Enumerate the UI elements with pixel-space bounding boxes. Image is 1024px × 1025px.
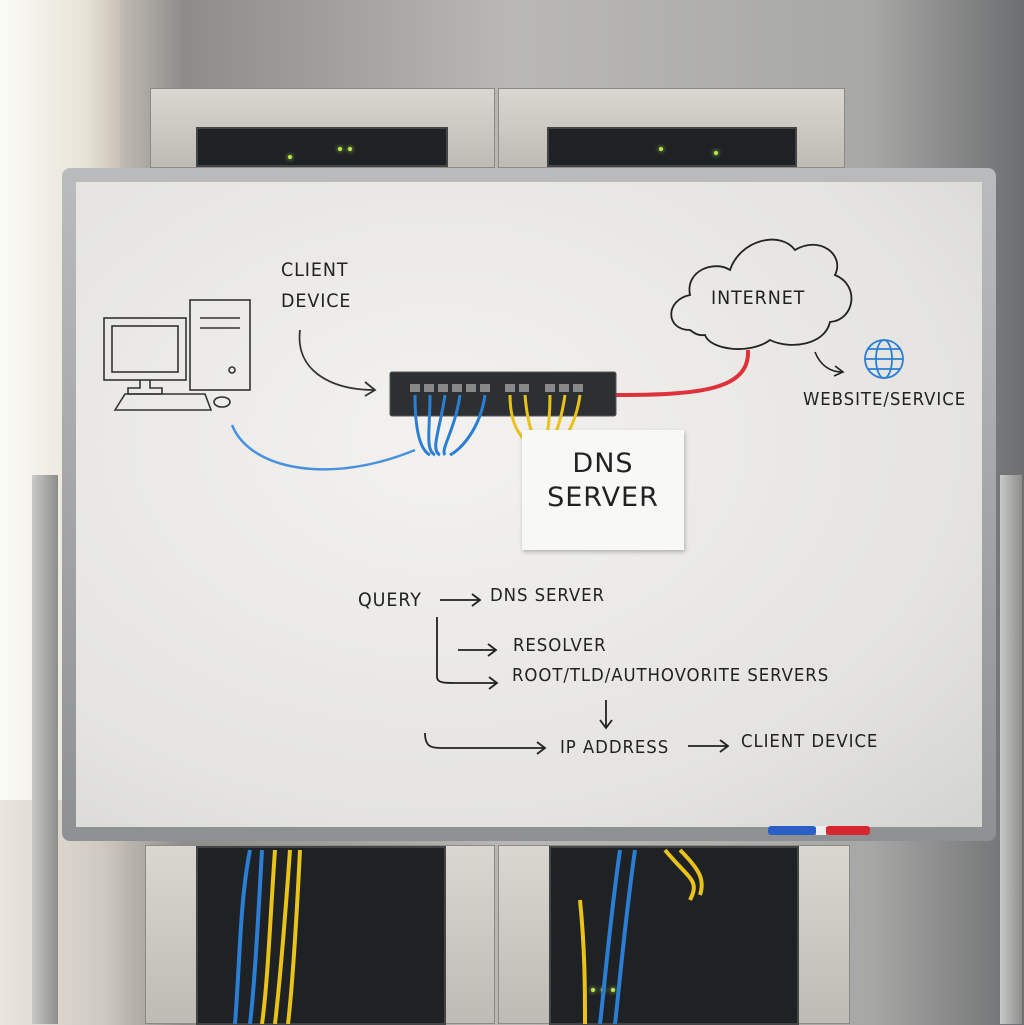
stand-leg-right: [1000, 475, 1022, 1024]
internet-label: INTERNET: [711, 287, 806, 309]
cloud-icon: [670, 238, 853, 350]
flow-query: QUERY: [358, 589, 422, 611]
server-rack-top-left: [150, 88, 495, 168]
flow-root-servers: ROOT/TLD/AUTHOVORITE SERVERS: [512, 665, 830, 686]
website-label: WEBSITE/SERVICE: [803, 389, 967, 410]
server-rack-top-right: [498, 88, 845, 168]
flow-client-device: CLIENT DEVICE: [741, 731, 879, 752]
flow-resolver: RESOLVER: [513, 635, 607, 656]
network-switch: [389, 371, 617, 457]
client-label-line1: CLIENT: [281, 259, 349, 281]
globe-icon: [864, 339, 904, 379]
computer-sketch-icon: [103, 299, 251, 411]
markers: [768, 826, 870, 835]
note-line2: SERVER: [547, 482, 659, 513]
flow-arrows: [424, 593, 730, 755]
blue-line: [230, 424, 416, 471]
red-line: [614, 349, 751, 397]
note-line1: DNS: [572, 448, 634, 479]
flow-dns-server: DNS SERVER: [490, 585, 605, 606]
client-label-line2: DEVICE: [281, 290, 352, 312]
dns-server-note: DNS SERVER: [522, 430, 684, 550]
client-arrow: [298, 329, 376, 391]
flow-ip-address: IP ADDRESS: [560, 737, 670, 758]
stand-leg-left: [32, 475, 58, 1024]
